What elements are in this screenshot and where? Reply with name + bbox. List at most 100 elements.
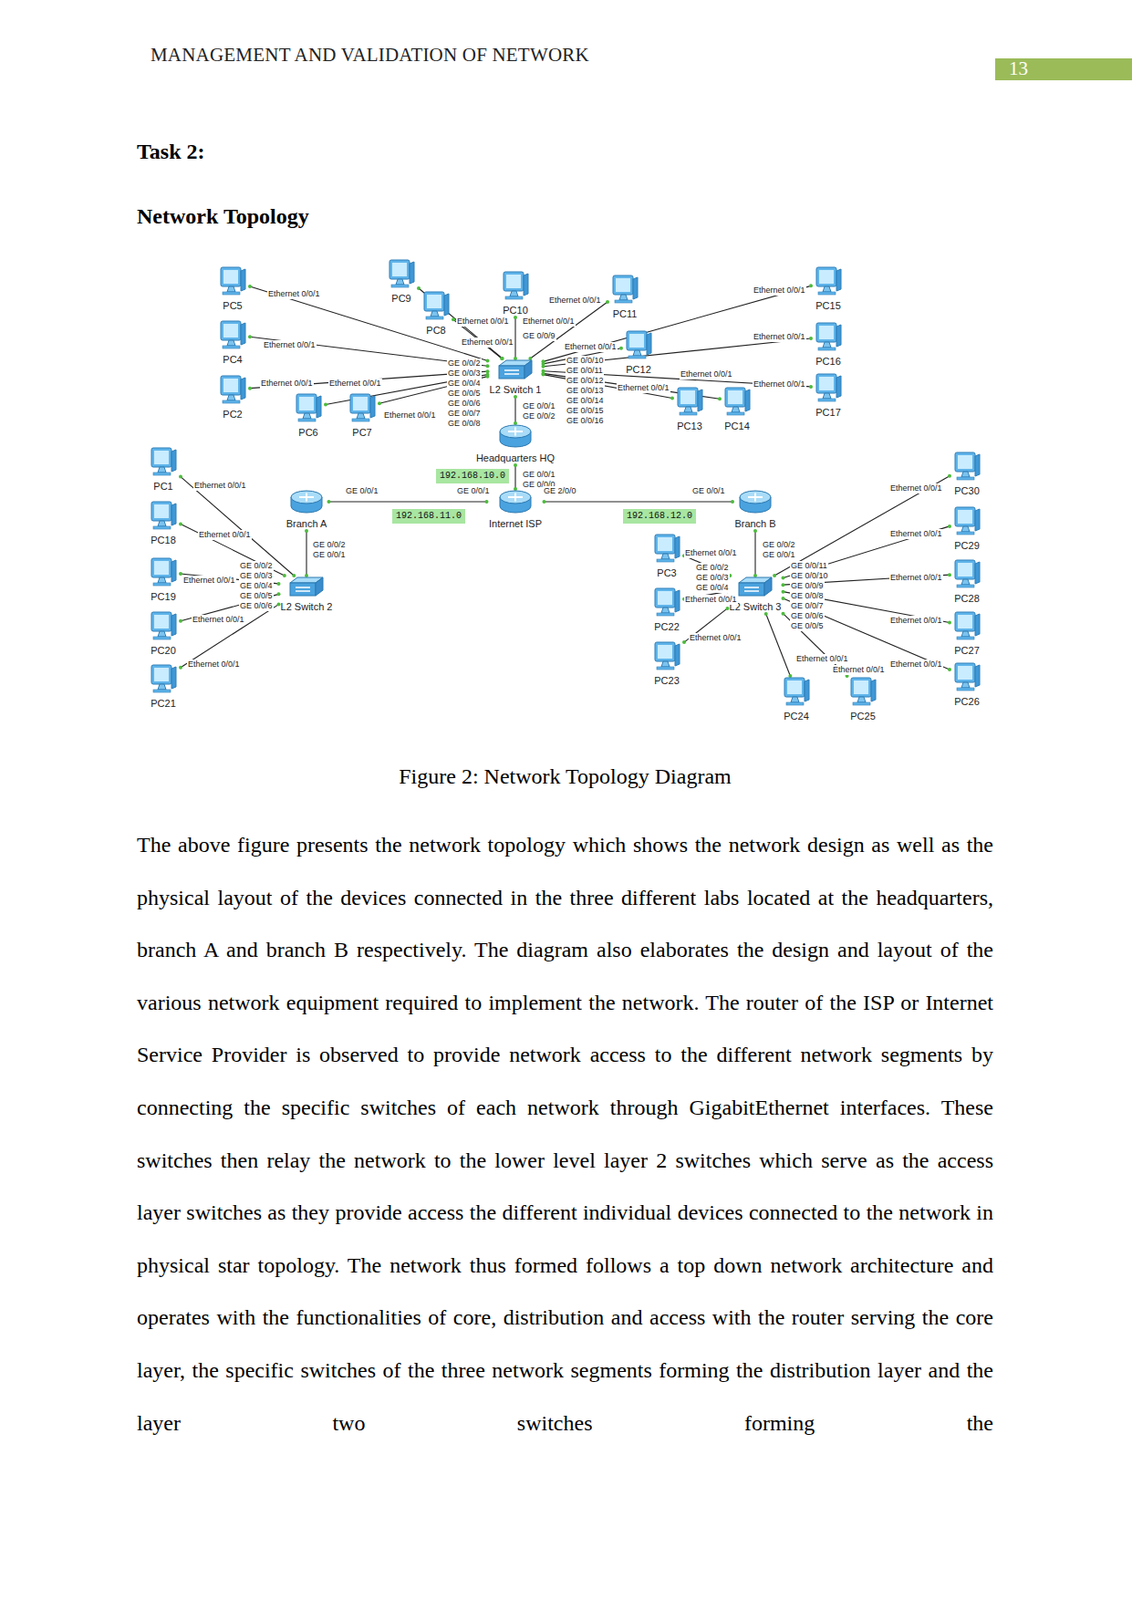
port-label: GE 0/0/2 [521, 411, 557, 422]
port-label: Ethernet 0/0/1 [889, 615, 944, 626]
port-dot [248, 284, 252, 289]
port-dot [291, 573, 296, 578]
network-link [180, 523, 285, 576]
port-label: Ethernet 0/0/1 [616, 383, 671, 394]
pc-node: PC11 [607, 273, 643, 322]
port-dot [248, 334, 252, 339]
device-label: PC20 [150, 644, 177, 657]
pc-node: PC2 [215, 373, 250, 422]
network-link [514, 396, 516, 424]
port-dot [682, 640, 686, 644]
port-dot [513, 356, 518, 361]
device-label: PC5 [222, 300, 242, 312]
port-dot [605, 300, 610, 304]
port-dot [499, 356, 504, 361]
port-label: Ethernet 0/0/1 [186, 659, 241, 670]
rt-icon [487, 488, 545, 515]
pc-icon [607, 273, 643, 305]
pc-icon [215, 265, 250, 297]
port-label: GE 0/0/1 [311, 550, 347, 561]
port-dot [323, 402, 328, 406]
port-dot [947, 667, 952, 672]
device-label: PC2 [222, 408, 242, 421]
device-label: PC17 [815, 406, 842, 419]
router-node: Internet ISP [487, 488, 545, 531]
port-label: GE 0/0/1 [691, 486, 727, 497]
port-label: Ethernet 0/0/1 [548, 295, 603, 306]
network-link [754, 530, 756, 576]
port-label: Ethernet 0/0/1 [684, 548, 738, 559]
network-link [329, 500, 488, 502]
network-link [774, 476, 950, 576]
pc-node: PC17 [810, 372, 846, 420]
pc-icon [145, 499, 181, 531]
pc-icon [649, 586, 685, 618]
pc-node: PC18 [145, 499, 181, 548]
pc-node: PC21 [145, 663, 181, 711]
port-dot [781, 590, 786, 594]
pc-icon [344, 392, 380, 424]
pc-node: PC30 [949, 450, 985, 499]
device-label: PC26 [954, 695, 980, 708]
sw-icon [488, 358, 544, 381]
port-label: GE 0/0/10 [565, 355, 605, 366]
sw-icon [279, 575, 335, 598]
port-dot [730, 499, 735, 504]
port-label: Ethernet 0/0/1 [521, 316, 576, 327]
device-label: PC15 [815, 300, 842, 312]
device-label: PC23 [654, 675, 680, 687]
network-link [543, 374, 674, 399]
port-dot [513, 315, 518, 320]
port-label: GE 0/0/5 [446, 388, 482, 399]
device-label: PC29 [954, 540, 980, 552]
port-dot [500, 356, 505, 361]
port-label: GE 0/0/3 [695, 572, 730, 583]
pc-icon [384, 258, 419, 290]
pc-node: PC24 [778, 675, 814, 724]
port-dot [670, 396, 675, 401]
router-node: Branch A [284, 488, 330, 531]
port-label: GE 0/0/7 [446, 408, 482, 419]
pc-node: PC3 [649, 532, 685, 581]
port-label: GE 0/0/1 [521, 469, 557, 480]
device-label: PC18 [150, 534, 177, 547]
pc-node: PC8 [418, 290, 454, 338]
device-label: PC9 [391, 292, 411, 305]
port-dot [304, 573, 309, 578]
port-label: GE 0/0/3 [238, 571, 274, 582]
pc-icon [949, 661, 985, 693]
network-link [543, 285, 812, 362]
pc-icon [621, 329, 656, 361]
pc-icon [949, 610, 985, 642]
port-label: GE 0/0/11 [565, 365, 604, 376]
rt-icon [474, 423, 558, 449]
port-dot [541, 369, 546, 374]
port-label: Ethernet 0/0/1 [262, 340, 317, 351]
device-label: PC12 [625, 363, 652, 376]
port-label: Ethernet 0/0/1 [563, 342, 618, 353]
rt-icon [732, 488, 779, 515]
network-link [783, 598, 951, 670]
pc-node: PC25 [845, 675, 881, 724]
port-label: Ethernet 0/0/1 [460, 337, 515, 348]
port-label: GE 0/0/8 [789, 591, 825, 602]
port-label: GE 0/0/13 [565, 385, 605, 396]
port-label: GE 0/0/12 [565, 375, 605, 386]
device-label: PC8 [425, 324, 446, 337]
device-label: PC1 [153, 480, 173, 493]
device-label: PC3 [656, 567, 676, 580]
pc-icon [498, 270, 533, 302]
port-dot [377, 401, 382, 406]
subheading: Network Topology [136, 204, 310, 229]
port-dot [277, 591, 281, 596]
pc-node: PC1 [145, 446, 181, 494]
figure-caption: Figure 2: Network Topology Diagram [136, 764, 994, 790]
port-dot [327, 499, 332, 504]
switch-node: L2 Switch 1 [488, 358, 544, 397]
port-label: GE 0/0/1 [761, 550, 797, 561]
port-label: GE 0/0/7 [789, 601, 825, 612]
port-dot [717, 396, 722, 401]
router-node: Headquarters HQ [474, 423, 558, 466]
port-dot [277, 602, 281, 607]
pc-icon [215, 373, 250, 406]
